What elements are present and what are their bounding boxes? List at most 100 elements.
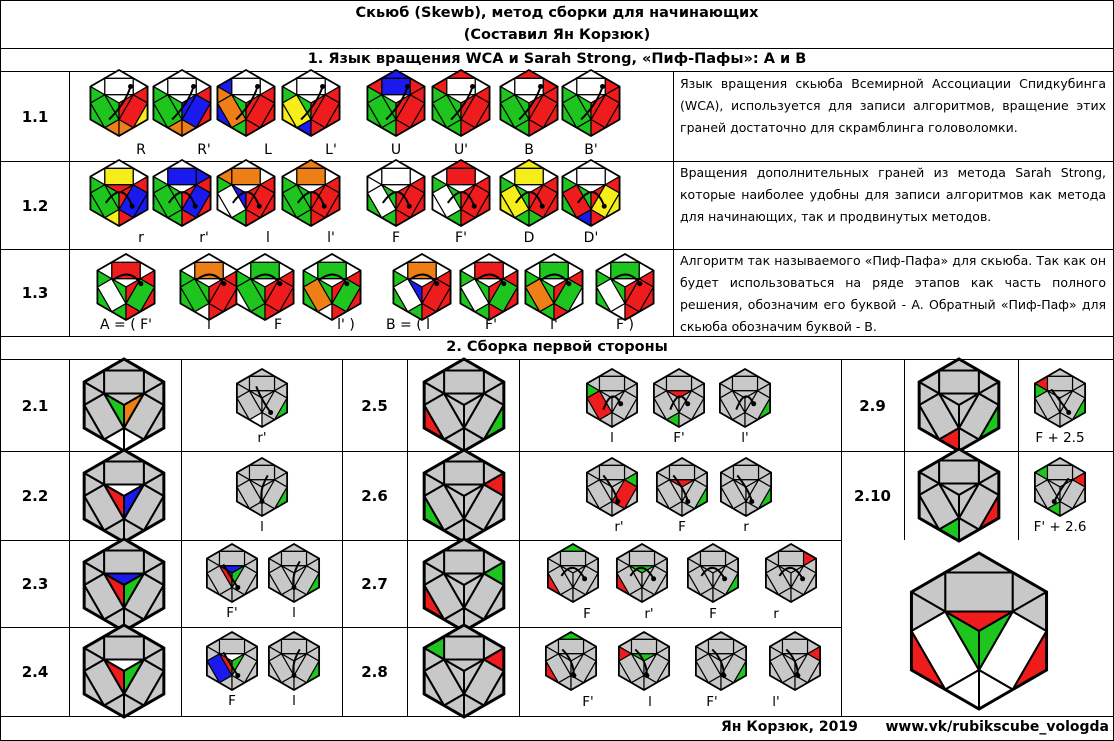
case-move-label: F xyxy=(583,606,591,622)
move-label: B xyxy=(524,142,534,158)
skewb-diagram xyxy=(561,158,621,228)
move-label: F ) xyxy=(616,317,634,333)
skewb-diagram xyxy=(585,367,639,429)
skewb-diagram xyxy=(235,456,289,518)
skewb-diagram xyxy=(366,68,426,138)
case-move-label: F xyxy=(228,693,236,709)
case-move-label: F' xyxy=(706,694,718,710)
skewb-diagram xyxy=(82,448,166,544)
case-label-2-7: 2.7 xyxy=(361,575,388,593)
skewb-diagram xyxy=(585,456,639,518)
skewb-diagram xyxy=(82,537,166,633)
case-label-2-6: 2.6 xyxy=(361,487,388,505)
move-label: B' xyxy=(584,142,598,158)
skewb-diagram xyxy=(82,357,166,453)
skewb-diagram xyxy=(179,252,239,322)
move-label: F' xyxy=(455,230,467,246)
case-move-label: r xyxy=(743,519,749,535)
skewb-diagram xyxy=(267,542,321,604)
case-move-label: l xyxy=(292,605,296,621)
move-label: D xyxy=(523,230,535,246)
skewb-diagram xyxy=(686,542,740,604)
skewb-diagram xyxy=(524,252,584,322)
move-label: U xyxy=(390,142,402,158)
move-label: B = ( l xyxy=(385,317,431,333)
case-move-label: l xyxy=(648,694,652,710)
skewb-diagram xyxy=(281,68,341,138)
skewb-diagram xyxy=(422,448,506,544)
move-label: l xyxy=(266,230,270,246)
skewb-diagram xyxy=(82,623,166,719)
case-label-2-10: 2.10 xyxy=(853,487,891,505)
move-label: F' xyxy=(485,317,497,333)
move-label: l' ) xyxy=(337,317,355,333)
case-move-label: F xyxy=(709,606,717,622)
case-label-2-3: 2.3 xyxy=(21,575,49,593)
footer-author: Ян Корзюк, 2019 xyxy=(721,719,858,735)
case-label-2-9: 2.9 xyxy=(859,396,886,415)
skewb-diagram xyxy=(718,367,772,429)
skewb-diagram xyxy=(544,630,598,692)
skewb-diagram xyxy=(96,252,156,322)
skewb-diagram xyxy=(216,68,276,138)
case-move-label: l' xyxy=(772,694,780,710)
skewb-diagram xyxy=(595,252,655,322)
skewb-diagram xyxy=(917,447,1001,543)
skewb-diagram xyxy=(216,158,276,228)
skewb-diagram xyxy=(267,630,321,692)
skewb-diagram xyxy=(422,623,506,719)
move-label: A = ( F' xyxy=(99,317,153,333)
skewb-diagram xyxy=(546,542,600,604)
skewb-diagram xyxy=(152,158,212,228)
case-label-2-8: 2.8 xyxy=(361,663,388,681)
row-desc-1-2: Вращения дополнительных граней из метода… xyxy=(680,165,1106,224)
section1-title: 1. Язык вращения WCA и Sarah Strong, «Пи… xyxy=(307,51,807,67)
skewb-diagram xyxy=(768,630,822,692)
case-move-label: F' xyxy=(582,694,594,710)
skewb-diagram xyxy=(422,357,506,453)
row-label-1-3: 1.3 xyxy=(21,284,49,302)
skewb-diagram xyxy=(909,551,1049,711)
skewb-diagram xyxy=(652,367,706,429)
row-label-1-1: 1.1 xyxy=(21,107,49,126)
sheet-subtitle: (Составил Ян Корзюк) xyxy=(463,27,651,43)
skewb-diagram xyxy=(499,68,559,138)
move-label: F xyxy=(273,317,283,333)
skewb-diagram xyxy=(617,630,671,692)
skewb-diagram xyxy=(1033,367,1087,429)
skewb-diagram xyxy=(719,456,773,518)
case-label-2-1: 2.1 xyxy=(21,396,49,415)
skewb-diagram xyxy=(281,158,341,228)
skewb-diagram xyxy=(764,542,818,604)
skewb-diagram xyxy=(205,630,259,692)
skewb-diagram xyxy=(561,68,621,138)
skewb-diagram xyxy=(431,158,491,228)
case-move-label: r' xyxy=(257,430,267,446)
move-label: r' xyxy=(199,230,209,246)
row-desc-1-3: Алгоритм так называемого «Пиф-Пафа» для … xyxy=(680,253,1106,334)
skewb-diagram xyxy=(205,542,259,604)
case-move-label: r' xyxy=(644,606,654,622)
footer-url: www.vk/rubikscube_vologda xyxy=(885,719,1109,735)
row-label-1-2: 1.2 xyxy=(21,196,49,215)
skewb-diagram xyxy=(655,456,709,518)
row-desc-1-1: Язык вращения скьюба Всемирной Ассоциаци… xyxy=(680,76,1106,135)
skewb-diagram xyxy=(235,252,295,322)
case-move-label: l' xyxy=(741,430,749,446)
skewb-diagram xyxy=(89,158,149,228)
skewb-diagram xyxy=(694,630,748,692)
move-label: F xyxy=(391,230,401,246)
case-move-label: r xyxy=(773,606,779,622)
case-move-label: F + 2.5 xyxy=(1035,430,1085,446)
skewb-diagram xyxy=(1033,456,1087,518)
move-label: r xyxy=(138,230,144,246)
move-label: l xyxy=(207,317,211,333)
case-move-label: l xyxy=(260,519,264,535)
sheet-title: Скьюб (Skewb), метод сборки для начинающ… xyxy=(355,5,759,21)
move-label: D' xyxy=(583,230,599,246)
skewb-diagram xyxy=(917,357,1001,453)
skewb-diagram xyxy=(459,252,519,322)
move-label: L' xyxy=(325,142,337,158)
case-move-label: F' xyxy=(673,430,685,446)
